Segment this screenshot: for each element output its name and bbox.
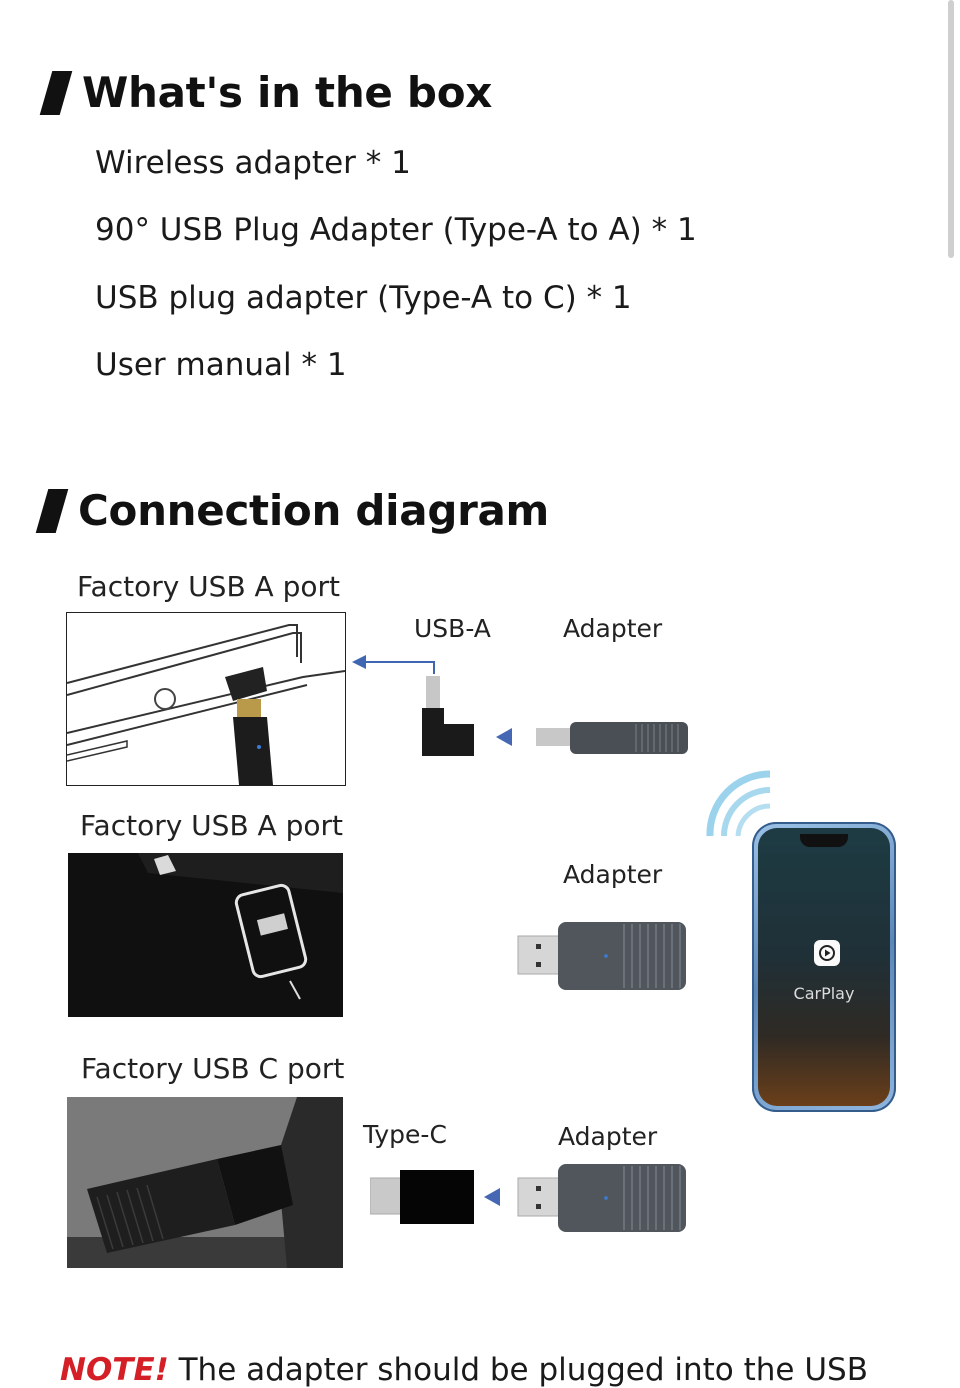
box-item-4: User manual * 1 — [95, 347, 347, 383]
phone-notch — [800, 834, 848, 847]
usb-a-port-line-drawing-icon — [67, 624, 345, 785]
usb-a-port-photo-icon — [68, 853, 343, 1017]
row2-port-photo — [68, 853, 343, 1017]
box-item-3: USB plug adapter (Type-A to C) * 1 — [95, 280, 632, 316]
section-marker-icon — [39, 70, 73, 115]
page-scrollbar[interactable] — [948, 0, 954, 258]
wireless-adapter-icon — [517, 1164, 686, 1232]
insert-arrow-icon — [352, 655, 435, 674]
angled-usb-plug-icon — [422, 676, 474, 756]
box-item-1: Wireless adapter * 1 — [95, 145, 411, 181]
section-title-connection: Connection diagram — [35, 486, 549, 535]
row3-plug-label: Type-C — [363, 1120, 447, 1149]
connection-title: Connection diagram — [78, 486, 549, 535]
box-title: What's in the box — [82, 68, 493, 117]
row2-adapter-label: Adapter — [563, 860, 663, 889]
direction-arrow-icon — [496, 728, 512, 746]
usb-c-port-photo-icon — [67, 1097, 343, 1268]
row3-adapter-label: Adapter — [558, 1122, 658, 1151]
wireless-adapter-icon — [517, 922, 686, 990]
note-prefix: NOTE! — [60, 1352, 169, 1388]
section-marker-icon — [35, 488, 69, 533]
direction-arrow-icon — [484, 1188, 500, 1206]
carplay-icon[interactable] — [814, 940, 840, 966]
phone-screen: CarPlay — [758, 828, 890, 1106]
note-text: NOTE! The adapter should be plugged into… — [60, 1352, 868, 1388]
row3-port-label: Factory USB C port — [81, 1052, 345, 1085]
iphone-illustration: CarPlay — [752, 822, 896, 1112]
box-item-2: 90° USB Plug Adapter (Type-A to A) * 1 — [95, 212, 697, 248]
note-body: The adapter should be plugged into the U… — [168, 1352, 868, 1388]
wireless-adapter-small-icon — [536, 722, 688, 754]
section-title-box: What's in the box — [39, 68, 493, 117]
type-c-plug-adapter-icon — [370, 1170, 474, 1224]
wireless-signal-icon — [706, 770, 771, 837]
row1-port-label: Factory USB A port — [77, 570, 341, 603]
row2-port-label: Factory USB A port — [80, 809, 344, 842]
row3-port-photo — [67, 1097, 343, 1268]
row1-port-illustration — [66, 612, 346, 786]
row1-plug-label: USB-A — [414, 614, 491, 643]
row1-adapter-label: Adapter — [563, 614, 663, 643]
carplay-label: CarPlay — [793, 984, 855, 1003]
